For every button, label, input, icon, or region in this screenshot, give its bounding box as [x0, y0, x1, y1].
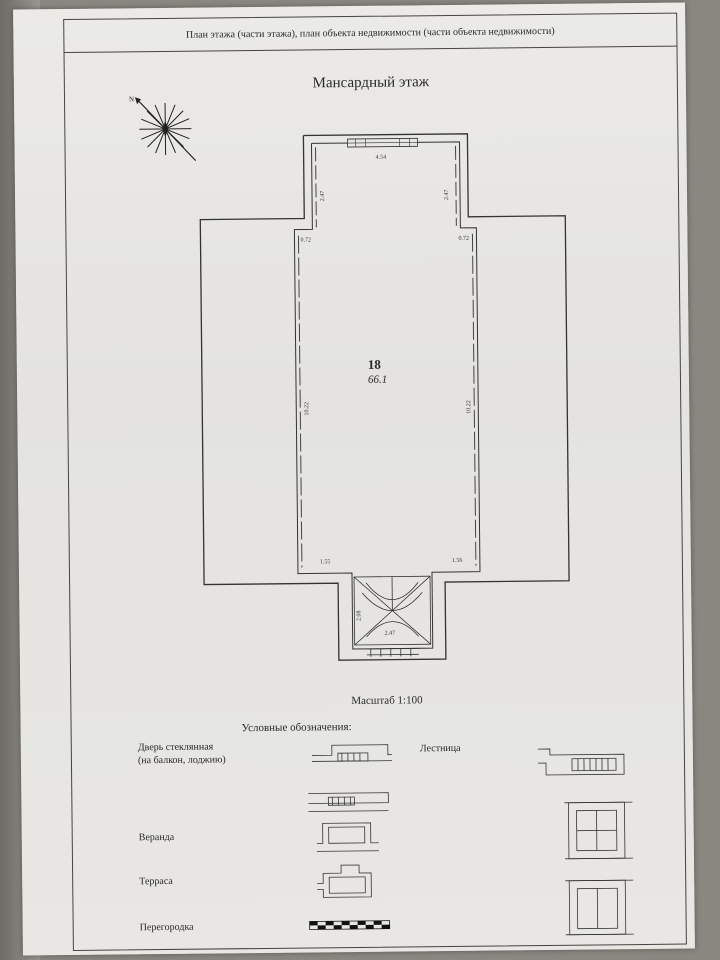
dim-corner-tl: 0.72 — [300, 237, 312, 244]
dim-stair-bottom: 2.47 — [384, 630, 396, 637]
dim-bottom-right: 1.56 — [451, 557, 463, 564]
document-sheet: План этажа (части этажа), план объекта н… — [13, 2, 695, 956]
staircase — [353, 575, 432, 657]
scale-label: Масштаб 1:100 — [351, 694, 423, 708]
inner-wall — [293, 141, 481, 650]
dim-bottom-left: 1.55 — [319, 559, 331, 566]
legend-veranda: Веранда — [138, 831, 175, 844]
partition-symbol — [309, 920, 390, 930]
legend-stairs: Лестница — [419, 742, 461, 755]
dim-right-side: 10.22 — [466, 400, 473, 414]
dim-left-upper: 2.47 — [319, 190, 327, 202]
dim-stair-side: 2.08 — [356, 610, 363, 621]
dim-right-upper: 2.47 — [443, 189, 451, 201]
document-frame: План этажа (части этажа), план объекта н… — [63, 12, 687, 951]
legend-glass-door: Дверь стеклянная (на балкон, лоджию) — [137, 741, 226, 767]
legend-partition: Перегородка — [139, 921, 194, 934]
legend-title: Условные обозначения: — [241, 721, 352, 735]
dim-top-width: 4.54 — [375, 154, 387, 161]
room-area: 66.1 — [367, 373, 388, 386]
svg-text:N: N — [129, 95, 134, 103]
floor-plan-drawing: N — [129, 95, 634, 936]
dim-left-side: 10.22 — [304, 401, 311, 416]
legend-symbols — [308, 744, 634, 936]
dim-corner-tr: 0.72 — [458, 235, 470, 242]
outer-wall — [199, 133, 570, 661]
room-number: 18 — [367, 356, 381, 372]
compass-rose-icon: N — [129, 95, 197, 162]
legend-terrace: Терраса — [139, 875, 173, 888]
top-window — [347, 137, 418, 148]
